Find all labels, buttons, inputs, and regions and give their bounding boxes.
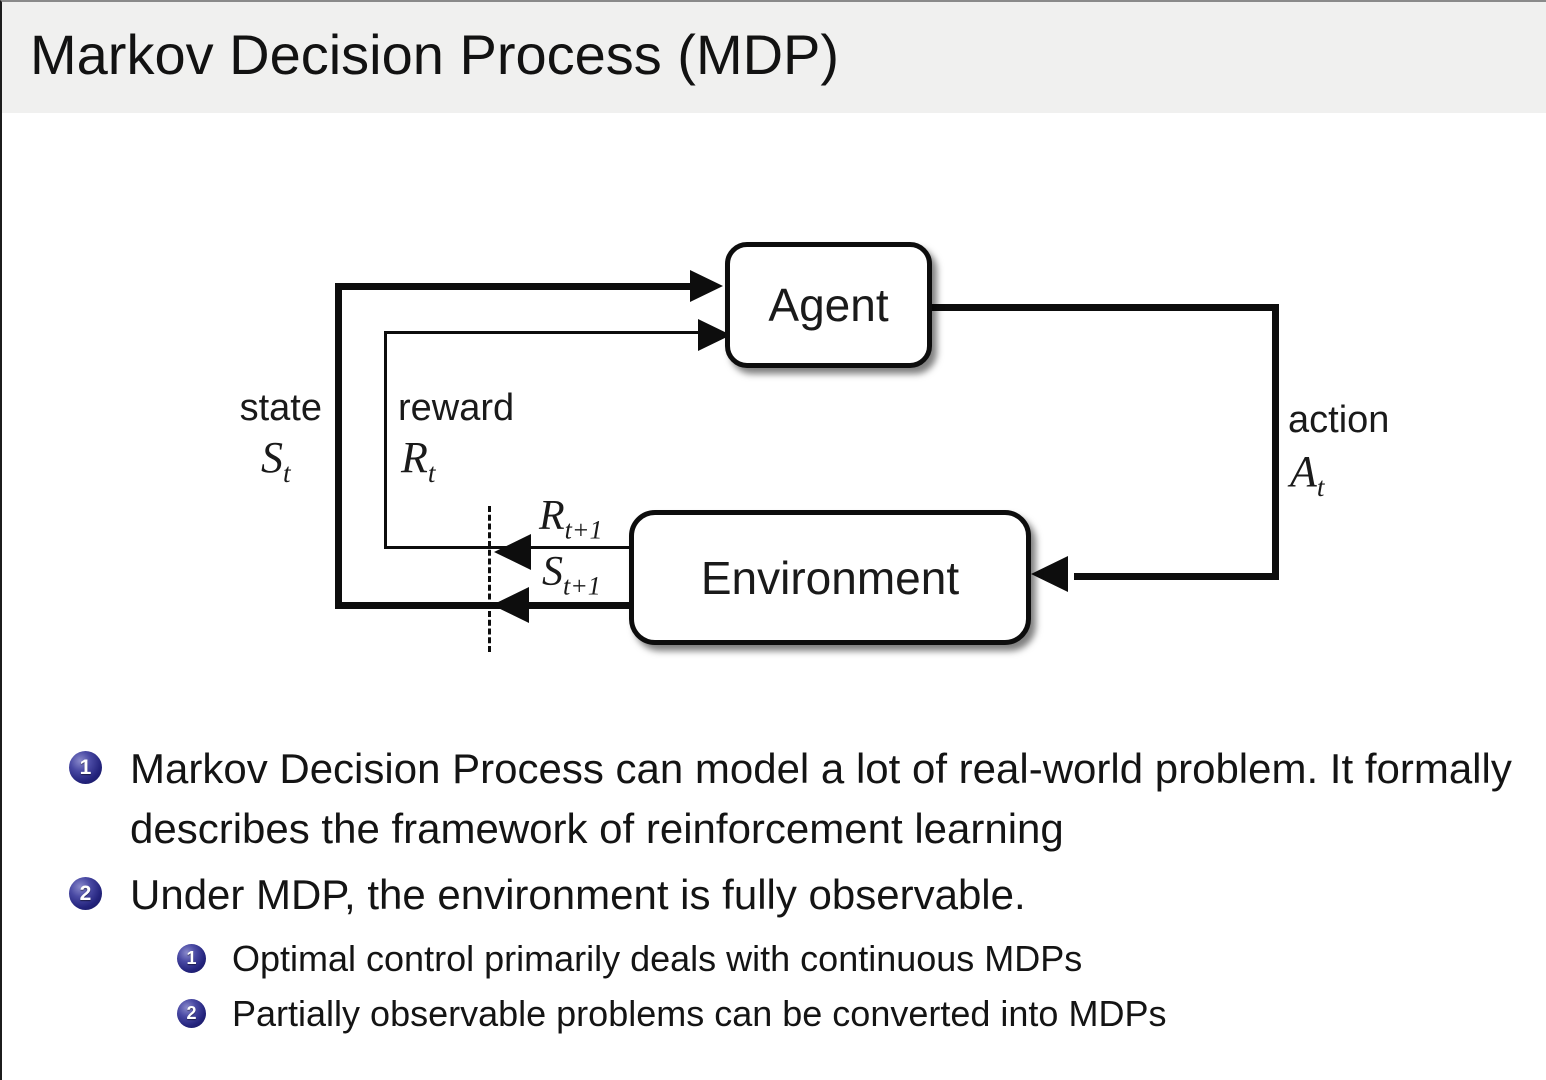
action-arrowhead-into-environment <box>1031 556 1068 592</box>
bullet-list: 1 Markov Decision Process can model a lo… <box>2 713 1546 1080</box>
action-line-top <box>932 304 1279 311</box>
list-item-text: Markov Decision Process can model a lot … <box>130 745 1512 852</box>
state-label: state <box>239 387 322 429</box>
action-symbol: At <box>1290 447 1325 502</box>
next-reward-arrowhead <box>494 534 531 570</box>
action-line-vertical <box>1272 304 1279 580</box>
agent-label: Agent <box>768 279 889 331</box>
list-item-text: Under MDP, the environment is fully obse… <box>130 871 1026 918</box>
environment-label: Environment <box>700 551 960 604</box>
mdp-diagram: Agent Environment state St reward Rt act… <box>2 113 1546 713</box>
state-line-top <box>335 283 690 290</box>
state-line-bottom <box>335 602 629 609</box>
page-title: Markov Decision Process (MDP) <box>30 23 840 86</box>
action-line-bottom <box>1074 573 1279 580</box>
agent-box: Agent <box>725 242 932 368</box>
list-sub-item-text: Optimal control primarily deals with con… <box>232 938 1083 979</box>
next-state-symbol: St+1 <box>542 549 601 601</box>
list-item: 1 Markov Decision Process can model a lo… <box>69 739 1520 859</box>
state-arrowhead-into-agent <box>690 270 723 302</box>
action-label: action <box>1288 399 1390 441</box>
next-reward-symbol: Rt+1 <box>539 493 603 545</box>
environment-box: Environment <box>629 510 1031 645</box>
item-number-ball: 1 <box>69 751 102 784</box>
item-number-ball: 2 <box>177 999 206 1028</box>
list-sub-item-text: Partially observable problems can be con… <box>232 993 1167 1034</box>
reward-symbol: Rt <box>401 433 436 488</box>
item-number-ball: 1 <box>177 944 206 973</box>
next-state-arrowhead <box>492 587 529 623</box>
reward-line-top <box>384 331 698 334</box>
state-symbol: St <box>261 433 291 488</box>
list-item: 2 Under MDP, the environment is fully ob… <box>69 865 1520 925</box>
list-sub-item: 1 Optimal control primarily deals with c… <box>177 935 1522 983</box>
item-number-ball: 2 <box>69 877 102 910</box>
reward-line-vertical <box>384 331 387 549</box>
state-line-vertical <box>335 283 342 609</box>
time-step-dashed-line <box>488 506 491 652</box>
reward-label: reward <box>398 387 515 429</box>
title-band: Markov Decision Process (MDP) <box>2 2 1546 113</box>
list-sub-item: 2 Partially observable problems can be c… <box>177 990 1522 1038</box>
